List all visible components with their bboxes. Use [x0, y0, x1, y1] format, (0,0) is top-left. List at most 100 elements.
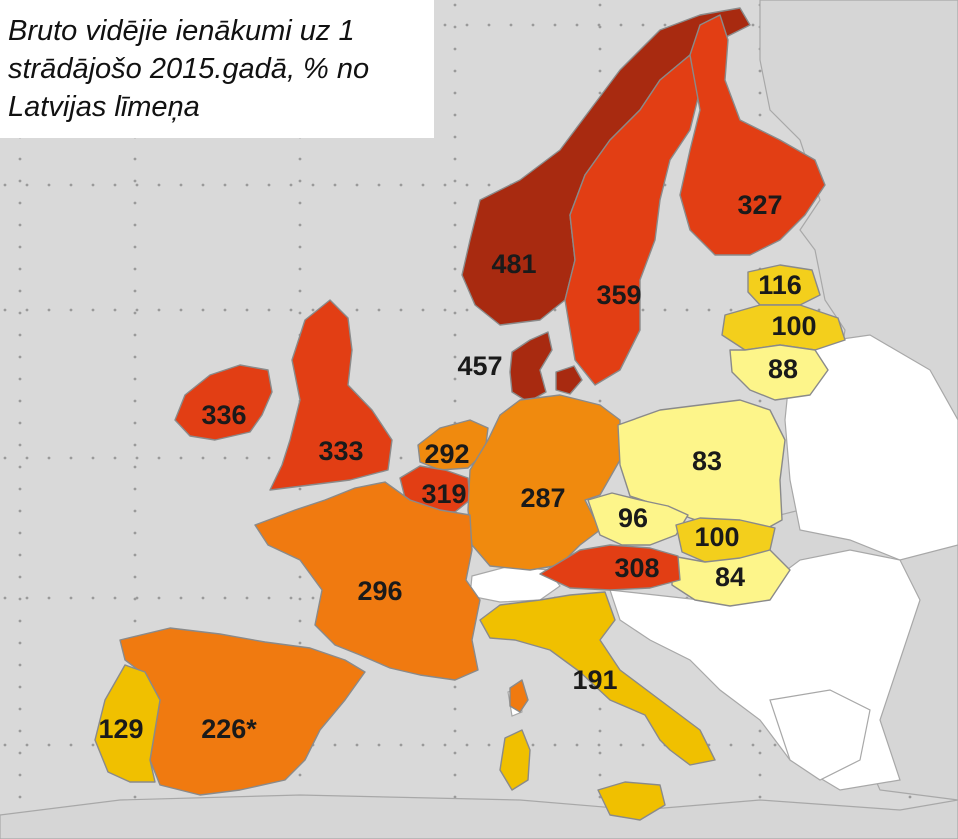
grid-dot — [113, 596, 117, 600]
grid-dot — [377, 183, 381, 187]
grid-dot — [113, 308, 117, 312]
grid-dot — [298, 267, 302, 271]
grid-dot — [443, 308, 447, 312]
grid-dot — [133, 157, 137, 161]
belarus-ukraine-region — [784, 334, 958, 561]
grid-dot — [553, 743, 557, 747]
value-label-estonia: 116 — [758, 270, 802, 300]
grid-dot — [399, 456, 403, 460]
grid-dot — [453, 795, 457, 799]
austria-shape — [539, 544, 681, 591]
grid-dot — [453, 267, 457, 271]
grid-dot — [18, 729, 22, 733]
value-label-finland: 327 — [737, 190, 782, 220]
map-title: Bruto vidējie ienākumi uz 1 strādājošo 2… — [8, 15, 370, 123]
grid-dot — [18, 553, 22, 557]
grid-dot — [298, 245, 302, 249]
grid-dot — [267, 183, 271, 187]
grid-dot — [18, 377, 22, 381]
grid-dot — [25, 183, 29, 187]
grid-dot — [133, 289, 137, 293]
grid-dot — [758, 399, 762, 403]
value-label-portugal: 129 — [98, 714, 143, 744]
grid-dot — [18, 311, 22, 315]
grid-dot — [3, 456, 7, 460]
value-label-latvia: 100 — [771, 311, 816, 341]
grid-dot — [453, 25, 457, 29]
corsica-shape — [509, 679, 529, 713]
grid-dot — [758, 729, 762, 733]
grid-dot — [465, 308, 469, 312]
denmark-islands-shape — [555, 365, 583, 395]
grid-dot — [598, 399, 602, 403]
grid-dot — [399, 183, 403, 187]
grid-dot — [18, 443, 22, 447]
grid-dot — [641, 23, 645, 27]
grid-dot — [487, 23, 491, 27]
grid-dot — [133, 245, 137, 249]
grid-dot — [113, 183, 117, 187]
grid-dot — [531, 743, 535, 747]
grid-dot — [575, 743, 579, 747]
grid-dot — [18, 421, 22, 425]
grid-dot — [91, 183, 95, 187]
grid-dot — [663, 308, 667, 312]
grid-dot — [575, 23, 579, 27]
grid-dot — [598, 773, 602, 777]
grid-dot — [298, 179, 302, 183]
grid-dot — [245, 183, 249, 187]
grid-dot — [133, 267, 137, 271]
grid-dot — [729, 308, 733, 312]
grid-dot — [597, 743, 601, 747]
value-label-czech-republic: 96 — [618, 503, 648, 533]
grid-dot — [453, 751, 457, 755]
grid-dot — [245, 456, 249, 460]
grid-dot — [223, 308, 227, 312]
value-label-united-kingdom: 333 — [318, 436, 363, 466]
grid-dot — [487, 743, 491, 747]
grid-dot — [18, 641, 22, 645]
grid-dot — [598, 69, 602, 73]
value-label-denmark: 457 — [457, 351, 502, 381]
grid-dot — [298, 289, 302, 293]
grid-dot — [179, 183, 183, 187]
grid-dot — [3, 183, 7, 187]
grid-dot — [157, 308, 161, 312]
grid-dot — [133, 553, 137, 557]
germany-shape — [467, 394, 621, 571]
grid-dot — [298, 619, 302, 623]
value-label-belgium: 319 — [421, 479, 466, 509]
grid-dot — [758, 113, 762, 117]
grid-dot — [289, 596, 293, 600]
finland-shape — [679, 14, 826, 256]
grid-dot — [133, 201, 137, 205]
value-label-germany: 287 — [520, 483, 565, 513]
grid-dot — [133, 179, 137, 183]
grid-dot — [758, 795, 762, 799]
grid-dot — [509, 23, 513, 27]
grid-dot — [133, 531, 137, 535]
grid-dot — [598, 707, 602, 711]
value-label-ireland: 336 — [201, 400, 246, 430]
latvia-shape — [721, 304, 846, 351]
grid-dot — [18, 751, 22, 755]
grid-dot — [758, 773, 762, 777]
grid-dot — [47, 183, 51, 187]
grid-dot — [298, 597, 302, 601]
grid-dot — [453, 91, 457, 95]
value-label-italy: 191 — [572, 665, 617, 695]
grid-dot — [69, 308, 73, 312]
grid-dot — [133, 421, 137, 425]
grid-dot — [133, 443, 137, 447]
grid-dot — [289, 308, 293, 312]
value-label-spain: 226* — [201, 714, 257, 744]
grid-dot — [453, 47, 457, 51]
greece-region — [769, 689, 871, 781]
grid-dot — [18, 465, 22, 469]
grid-dot — [69, 596, 73, 600]
grid-dot — [133, 355, 137, 359]
value-label-lithuania: 88 — [768, 354, 798, 384]
grid-dot — [18, 487, 22, 491]
title-box: Bruto vidējie ienākumi uz 1 strādājošo 2… — [0, 0, 434, 138]
